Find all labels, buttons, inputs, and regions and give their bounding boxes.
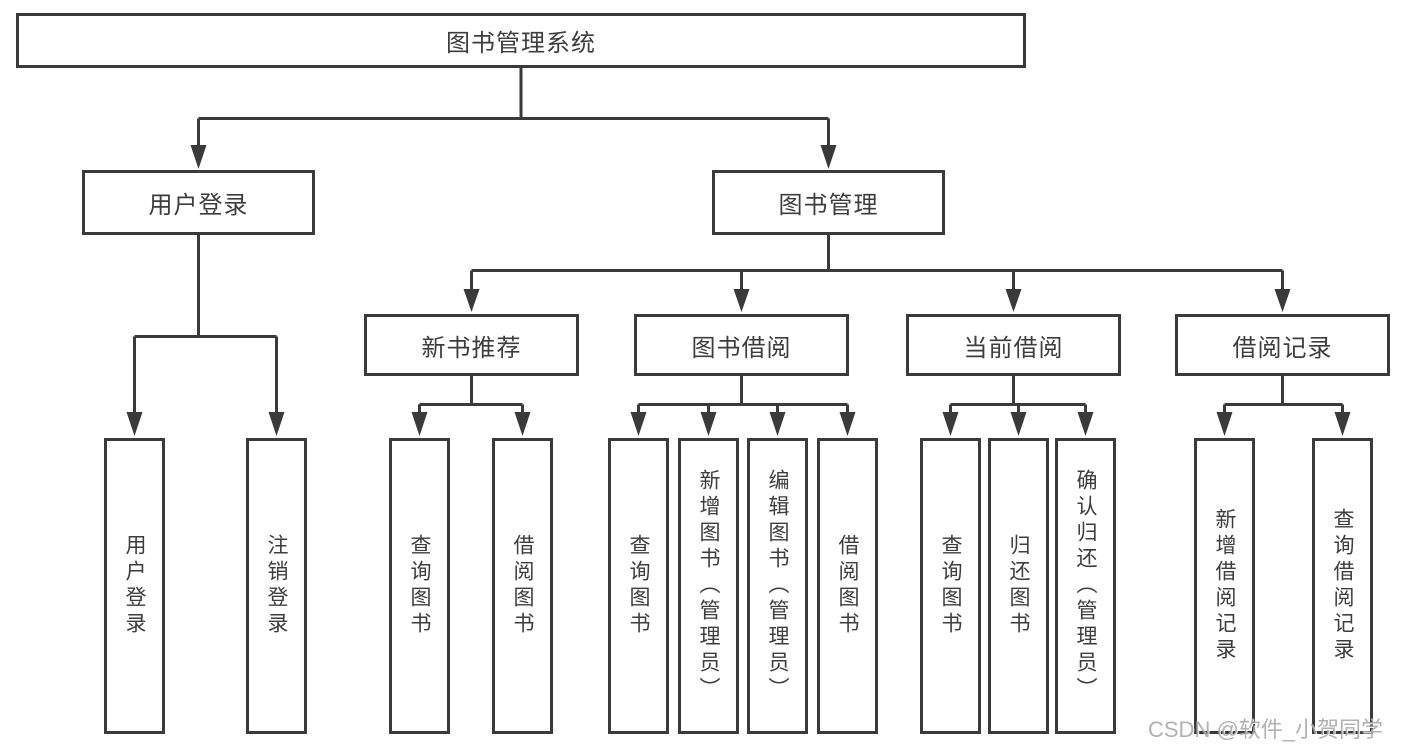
connector-paths — [133, 68, 1344, 414]
leaf-query-books-current: 查询图书 — [920, 438, 981, 734]
arrowhead-icon — [942, 412, 959, 436]
arrowhead-icon — [463, 289, 480, 312]
node-book-management: 图书管理 — [712, 170, 945, 235]
arrowhead-icon — [1334, 412, 1351, 436]
connector-borrow-records — [1223, 376, 1344, 414]
connector-user-login — [133, 235, 278, 413]
arrowhead-icon — [733, 289, 750, 312]
arrowhead-icon — [411, 412, 428, 436]
arrowhead-icon — [514, 412, 531, 436]
leaf-add-borrow-record: 新增借阅记录 — [1194, 438, 1255, 734]
leaf-borrow-books: 借阅图书 — [817, 438, 878, 734]
arrowhead-icon — [1274, 289, 1291, 312]
node-current-borrow: 当前借阅 — [906, 314, 1121, 376]
node-book-borrow: 图书借阅 — [634, 314, 849, 376]
connector-current-borrow — [949, 376, 1087, 414]
arrowhead-icon — [1216, 412, 1233, 436]
leaf-add-book-admin: 新增图书（管理员） — [678, 438, 739, 734]
leaf-edit-book-admin: 编辑图书（管理员） — [747, 438, 808, 734]
leaf-return-book: 归还图书 — [988, 438, 1049, 734]
leaf-logout: 注销登录 — [246, 438, 307, 734]
connector-root — [197, 68, 830, 146]
leaf-query-books-recommend: 查询图书 — [389, 438, 450, 734]
leaf-confirm-return-admin: 确认归还（管理员） — [1055, 438, 1116, 734]
node-borrow-records: 借阅记录 — [1175, 314, 1390, 376]
arrowhead-icon — [769, 412, 786, 436]
connector-book-management — [470, 235, 1284, 290]
csdn-watermark: CSDN @软件_小贺同学 — [1148, 717, 1384, 742]
connector-book-borrow — [637, 376, 849, 414]
arrowhead-icon — [126, 412, 143, 436]
node-new-book-recommend: 新书推荐 — [364, 314, 579, 376]
leaf-query-borrow-record: 查询借阅记录 — [1312, 438, 1373, 734]
arrowhead-icon — [268, 412, 285, 436]
arrowhead-icon — [630, 412, 647, 436]
arrowhead-icon — [700, 412, 717, 436]
arrowhead-icon — [820, 145, 837, 169]
leaf-query-books-borrow: 查询图书 — [608, 438, 669, 734]
arrowhead-icon — [190, 145, 207, 169]
node-root: 图书管理系统 — [16, 13, 1026, 68]
arrowheads — [126, 145, 1351, 436]
arrowhead-icon — [1010, 412, 1027, 436]
arrowhead-icon — [1005, 289, 1022, 312]
arrowhead-icon — [1077, 412, 1094, 436]
connector-new-book-recommend — [418, 376, 524, 414]
node-user-login: 用户登录 — [82, 170, 315, 235]
arrowhead-icon — [839, 412, 856, 436]
leaf-borrow-books-recommend: 借阅图书 — [492, 438, 553, 734]
leaf-user-login: 用户登录 — [104, 438, 165, 734]
